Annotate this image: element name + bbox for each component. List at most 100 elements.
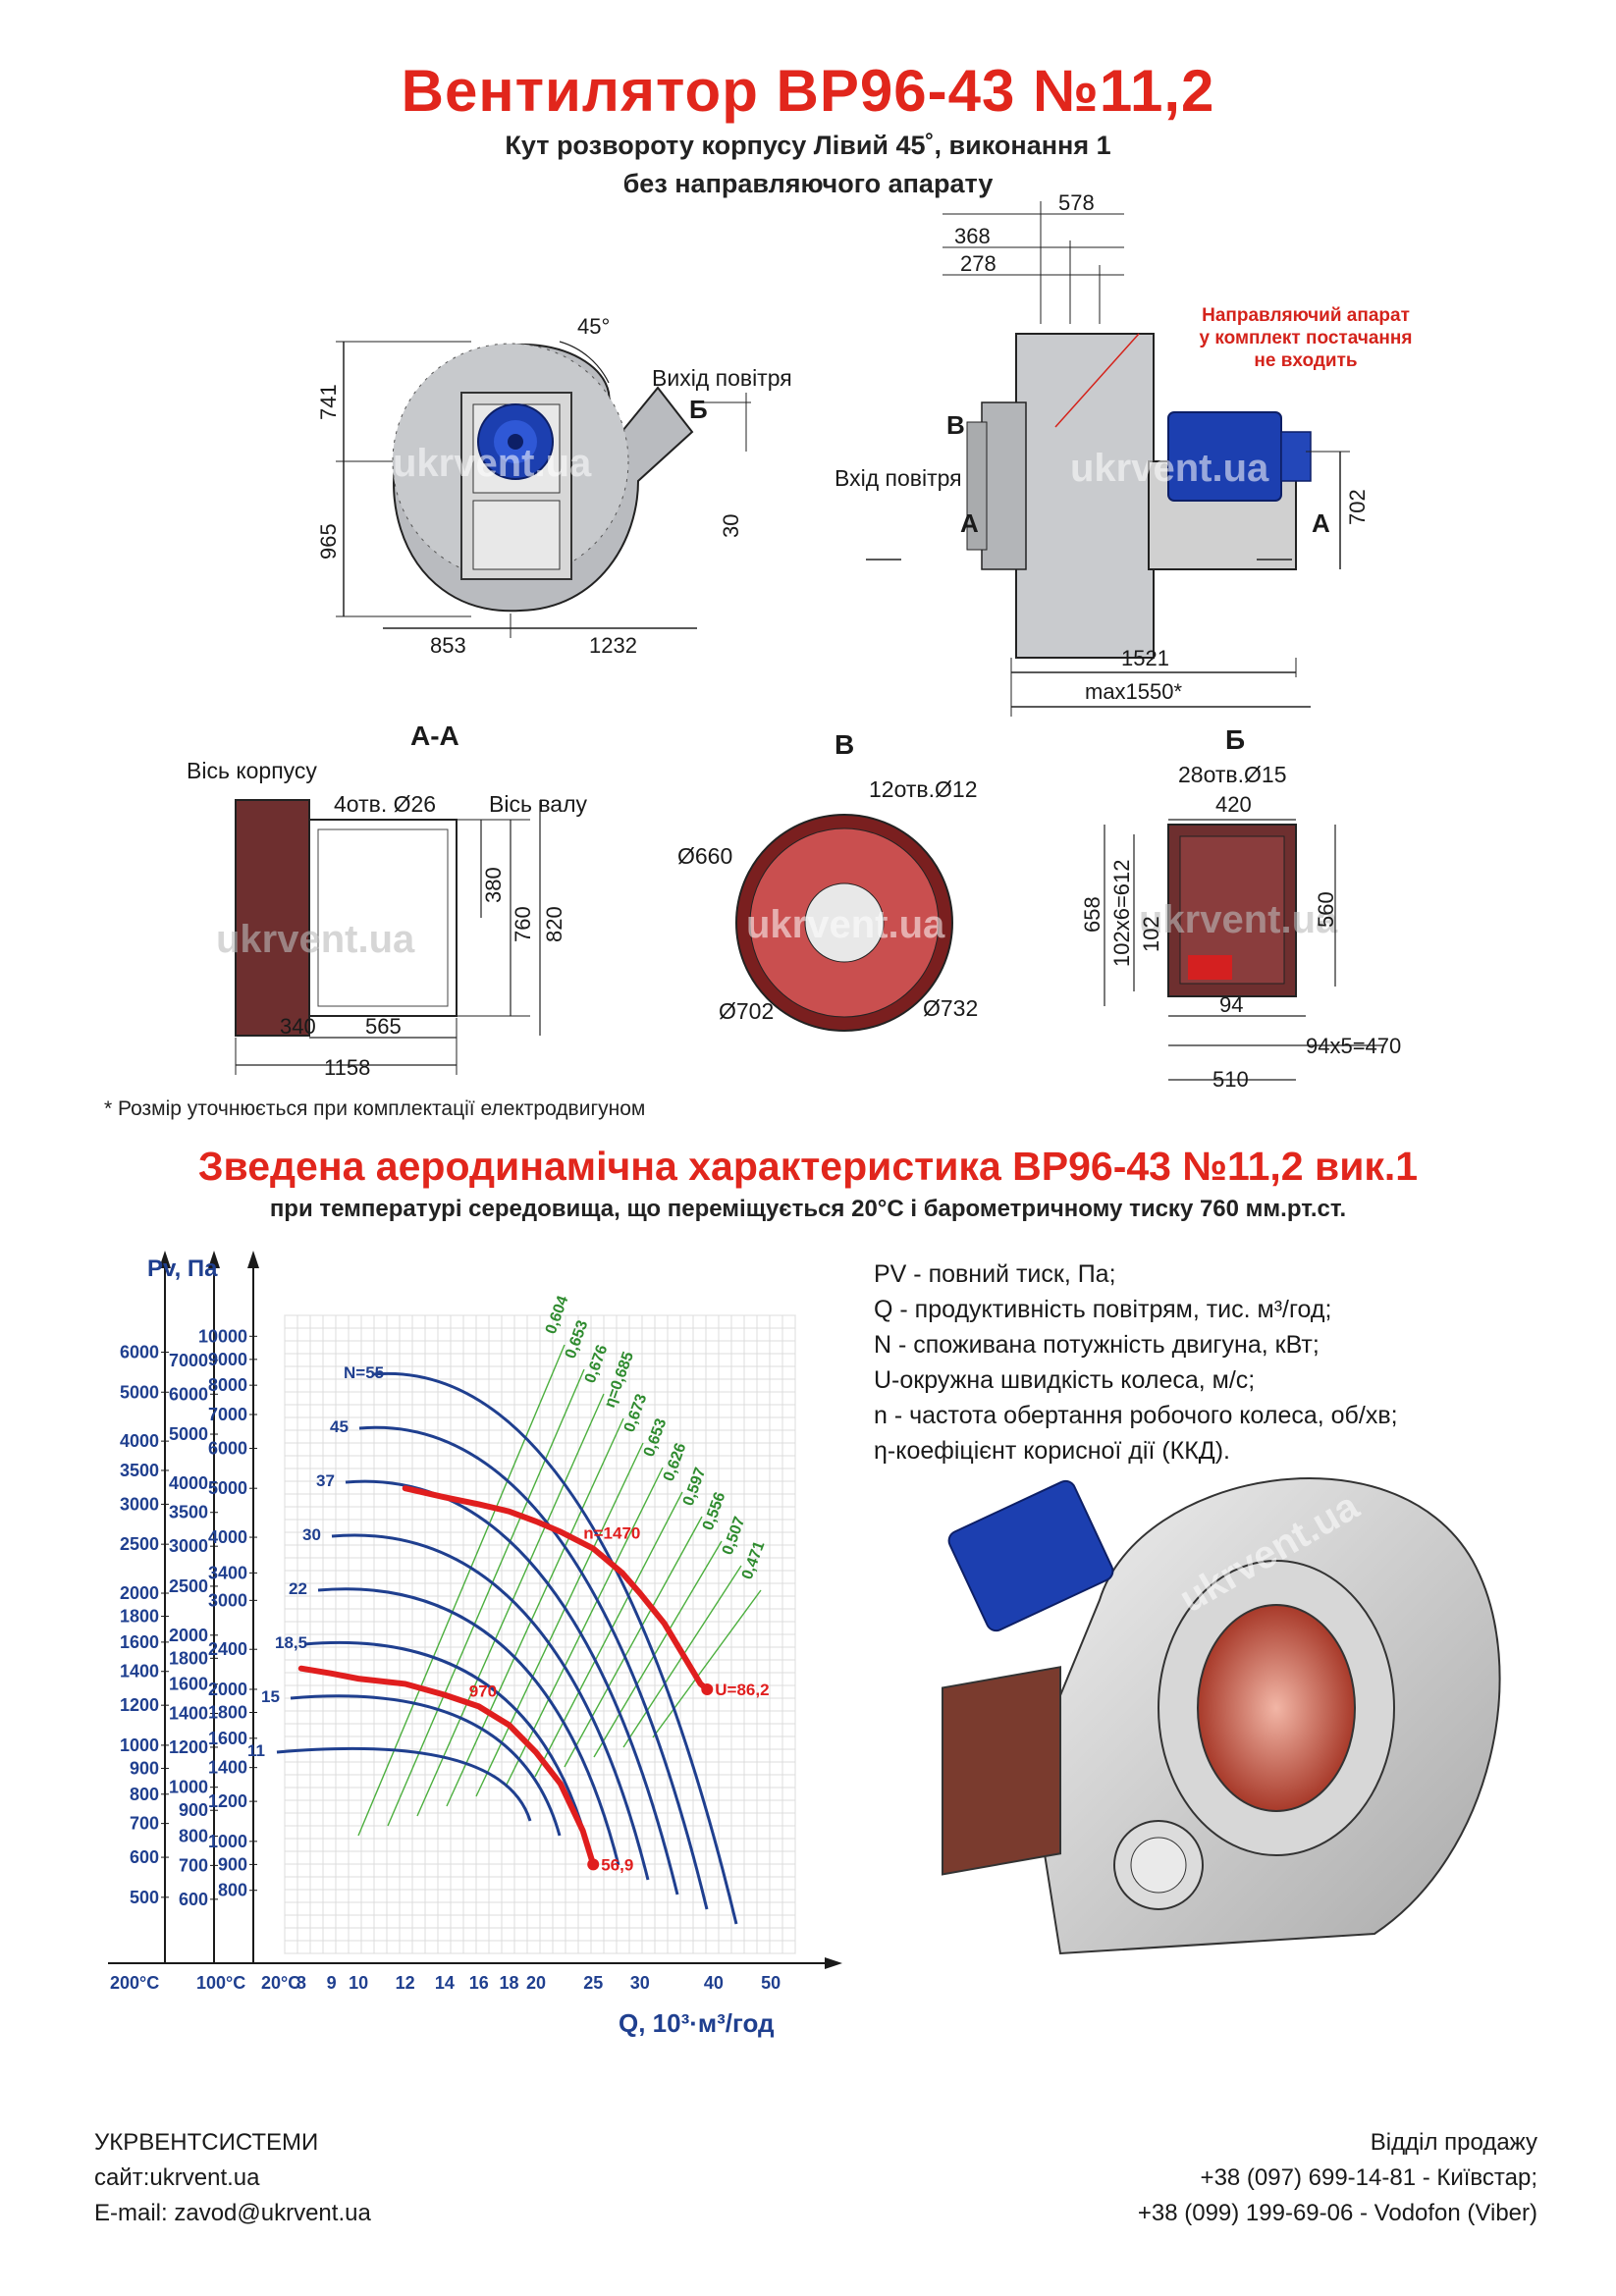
footer-contacts-block: Відділ продажу +38 (097) 699-14-81 - Киї… <box>1138 2125 1537 2231</box>
inlet-label: Вхід повітря <box>835 465 962 491</box>
efficiency-line <box>446 1417 624 1807</box>
holes-12-label: 12отв.Ø12 <box>869 776 978 802</box>
section-b-title: Б <box>1225 724 1245 755</box>
y-tick-label: 1200 <box>120 1695 159 1715</box>
dim-741: 741 <box>316 384 341 420</box>
power-curve <box>317 1587 620 1866</box>
x-tick-label: 40 <box>704 1973 724 1993</box>
d702-label: Ø702 <box>719 998 774 1024</box>
x-tick-label: 20 <box>526 1973 546 1993</box>
page-title: Вентилятор ВР96-43 №11,2 <box>401 58 1215 124</box>
holes-26-label: 4отв. Ø26 <box>334 791 436 817</box>
section-mark-a-right: А <box>1312 508 1330 538</box>
y-tick-label: 7000 <box>169 1351 208 1370</box>
y-tick-label: 9000 <box>208 1350 247 1369</box>
power-curve <box>372 1371 738 1925</box>
y-tick-label: 1400 <box>208 1758 247 1778</box>
dim-380: 380 <box>481 867 506 903</box>
power-curve <box>358 1425 709 1910</box>
y-tick-label: 2000 <box>120 1583 159 1603</box>
x-tick-label: 50 <box>761 1973 781 1993</box>
y-tick-label: 800 <box>179 1827 208 1846</box>
efficiency-line <box>534 1491 683 1778</box>
y-tick-label: 3000 <box>208 1590 247 1610</box>
y-tick-label: 7000 <box>208 1405 247 1424</box>
y-tick-label: 6000 <box>120 1343 159 1362</box>
x-tick-label: 30 <box>630 1973 650 1993</box>
legend-n: N - споживана потужність двигуна, кВт; <box>874 1331 1320 1359</box>
y-tick-label: 700 <box>130 1814 159 1834</box>
y-tick-label: 4000 <box>208 1527 247 1547</box>
y-tick-label: 1200 <box>169 1737 208 1757</box>
x-temp-label: 20°C <box>261 1973 300 1993</box>
outlet-label: Вихід повітря <box>652 365 792 391</box>
y-tick-label: 600 <box>179 1890 208 1909</box>
dim-820: 820 <box>542 906 566 942</box>
y-tick-label: 1200 <box>208 1791 247 1811</box>
y-tick-label: 6000 <box>169 1384 208 1404</box>
chart-subtitle: при температурі середовища, що переміщує… <box>269 1196 1347 1222</box>
x-temp-label: 100°C <box>196 1973 245 1993</box>
power-curve <box>303 1640 591 1851</box>
power-label: 18,5 <box>275 1633 307 1652</box>
v-watermark: ukrvent.ua <box>746 903 945 946</box>
company-name: УКРВЕНТСИСТЕМИ <box>94 2129 319 2156</box>
power-label: 45 <box>330 1417 349 1436</box>
y-tick-label: 1400 <box>120 1662 159 1682</box>
power-curve <box>331 1533 650 1881</box>
b-watermark: ukrvent.ua <box>1139 898 1338 941</box>
series-label-2: 970 <box>469 1682 497 1700</box>
chart-title: Зведена аеродинамічна характеристика ВР9… <box>197 1144 1419 1189</box>
y-tick-label: 5000 <box>208 1478 247 1498</box>
side-watermark: ukrvent.ua <box>1070 447 1269 490</box>
x-tick-label: 14 <box>435 1973 455 1993</box>
x-tick-label: 18 <box>499 1973 518 1993</box>
y-tick-label: 3000 <box>120 1494 159 1514</box>
sales-dept: Відділ продажу <box>1370 2129 1537 2156</box>
y-tick-label: 3400 <box>208 1563 247 1582</box>
dim-340: 340 <box>280 1014 316 1039</box>
phone-kyivstar[interactable]: +38 (097) 699-14-81 - Київстар; <box>1200 2164 1537 2191</box>
axis-body-label: Вісь корпусу <box>187 758 317 783</box>
power-curve <box>276 1746 532 1822</box>
section-v-title: В <box>835 729 854 760</box>
dim-1158: 1158 <box>324 1055 370 1080</box>
y-tick-label: 6000 <box>208 1438 247 1458</box>
footnote: * Розмір уточнюється при комплектації ел… <box>104 1097 646 1120</box>
power-curve <box>290 1694 562 1837</box>
y-axis-arrow <box>208 1251 220 1268</box>
legend-q: Q - продуктивність повітрям, тис. м³/год… <box>874 1296 1332 1323</box>
section-aa-drawing: А-А Вісь корпусу 4отв. Ø26 Вісь валу ukr… <box>187 721 587 1080</box>
dim-470: 94x5=470 <box>1306 1034 1401 1058</box>
phone-vodafone[interactable]: +38 (099) 199-69-06 - Vodofon (Viber) <box>1137 2200 1537 2226</box>
x-axis-arrow <box>825 1957 842 1969</box>
legend: PV - повний тиск, Па; Q - продуктивність… <box>874 1256 1398 1468</box>
series-label-1: n=1470 <box>583 1524 640 1543</box>
efficiency-line <box>357 1344 566 1837</box>
side-view-drawing: 578 368 278 ukrvent.ua 702 1521 max1550* <box>866 190 1370 717</box>
dim-510: 510 <box>1212 1067 1249 1092</box>
dim-612: 102x6=612 <box>1109 860 1134 968</box>
y-tick-label: 1000 <box>169 1778 208 1797</box>
dim-1232: 1232 <box>589 633 637 658</box>
front-view-drawing: 741 965 ukrvent.ua 853 1232 30 45° <box>316 314 751 658</box>
section-mark-b: Б <box>689 395 708 424</box>
page-subtitle-2: без направляючого апарату <box>622 169 994 198</box>
efficiency-line <box>593 1540 723 1758</box>
page-subtitle-1: Кут розвороту корпусу Лівий 45˚, виконан… <box>505 131 1111 160</box>
legend-u: U-окружна швидкість колеса, м/с; <box>874 1366 1256 1394</box>
y-tick-label: 3000 <box>169 1536 208 1556</box>
y-tick-label: 2000 <box>169 1626 208 1645</box>
d732-label: Ø732 <box>923 995 978 1021</box>
dim-30: 30 <box>719 514 743 538</box>
y-tick-label: 5000 <box>120 1382 159 1402</box>
x-tick-label: 25 <box>583 1973 603 1993</box>
company-email[interactable]: E-mail: zavod@ukrvent.ua <box>94 2200 371 2226</box>
y-tick-label: 500 <box>130 1888 159 1907</box>
efficiency-line <box>475 1442 644 1797</box>
dim-1521: 1521 <box>1121 646 1169 670</box>
y-tick-label: 600 <box>130 1847 159 1867</box>
y-tick-label: 8000 <box>208 1375 247 1395</box>
y-tick-label: 3500 <box>169 1503 208 1522</box>
company-site[interactable]: сайт:ukrvent.ua <box>94 2164 260 2191</box>
